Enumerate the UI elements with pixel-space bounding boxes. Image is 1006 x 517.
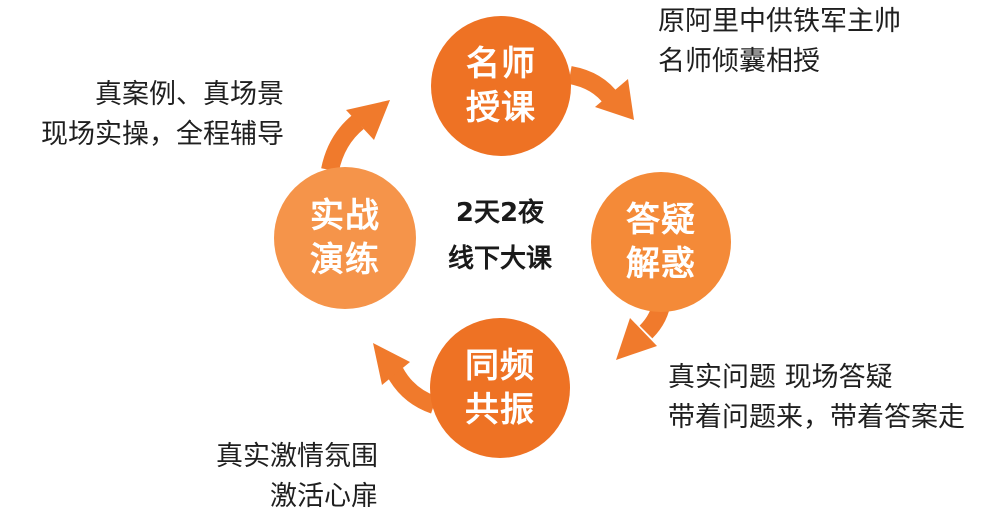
center-line-2: 线下大课: [447, 244, 552, 274]
arrow-top-to-right: [568, 66, 620, 106]
caption-line: 真实激情氛围: [216, 441, 378, 472]
arrow-left-to-top: [321, 115, 364, 173]
circle-line: 解惑: [626, 244, 696, 284]
circle-line: 共振: [465, 390, 535, 430]
circle-line: 授课: [466, 88, 536, 128]
caption-line: 原阿里中供铁军主帅: [658, 6, 901, 37]
arrow-bottom-to-left: [387, 367, 438, 414]
caption-bottom-left: 真实激情氛围 激活心扉: [216, 437, 378, 517]
arrow-head-right-to-bottom: [616, 318, 657, 360]
circle-practice: 实战 演练: [274, 167, 416, 309]
caption-bottom-right: 真实问题 现场答疑 带着问题来，带着答案走: [668, 358, 965, 438]
arrow-head-bottom-to-left: [373, 343, 410, 385]
circle-line: 答疑: [626, 200, 696, 240]
circle-teacher-lecture: 名师 授课: [431, 16, 571, 156]
caption-line: 激活心扉: [270, 481, 378, 512]
center-line-1: 2天2夜: [455, 198, 545, 228]
circle-qa: 答疑 解惑: [591, 172, 731, 312]
caption-line: 真案例、真场景: [95, 79, 284, 110]
arrow-head-top-to-right: [595, 79, 634, 120]
center-title: 2天2夜 线下大课: [420, 190, 580, 282]
circle-line: 实战: [310, 196, 380, 236]
arrow-head-left-to-top: [346, 100, 390, 140]
caption-top-right: 原阿里中供铁军主帅 名师倾囊相授: [658, 2, 901, 82]
circle-line: 名师: [466, 44, 536, 84]
caption-line: 名师倾囊相授: [658, 46, 820, 77]
circle-line: 演练: [310, 240, 380, 280]
caption-line: 真实问题 现场答疑: [668, 362, 893, 393]
circle-line: 同频: [465, 346, 535, 386]
caption-top-left: 真案例、真场景 现场实操，全程辅导: [41, 75, 284, 155]
caption-line: 现场实操，全程辅导: [41, 119, 284, 150]
caption-line: 带着问题来，带着答案走: [668, 402, 965, 433]
circle-resonance: 同频 共振: [430, 318, 570, 458]
